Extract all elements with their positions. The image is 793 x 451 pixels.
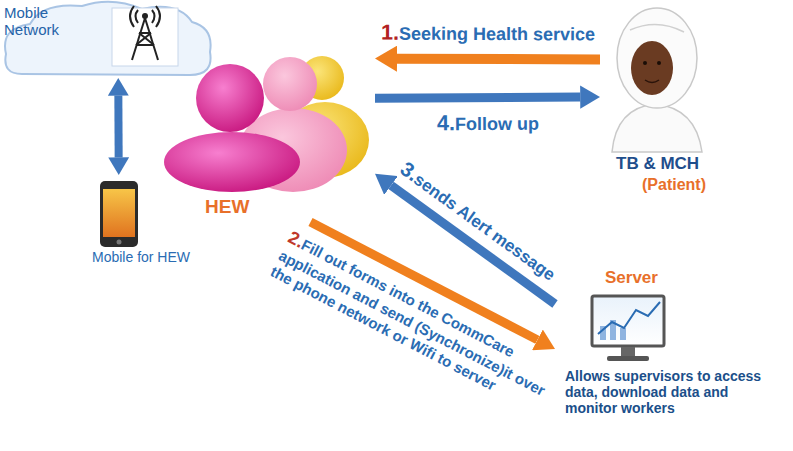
patient-face (631, 41, 673, 95)
patient-eye (643, 61, 647, 65)
step-label: 1.Seeking Health service (381, 20, 595, 47)
node-label: HEW (205, 196, 249, 218)
node-description: Allows supervisors to access data, downl… (565, 368, 780, 416)
tower-tip (142, 13, 148, 19)
patient-figure: TB & MCH (Patient) (600, 0, 720, 198)
phone-button (117, 240, 122, 245)
node-label: TB & MCH (616, 154, 699, 174)
node-label: Server (605, 268, 658, 288)
cloud-shape (5, 2, 211, 75)
flow-arrow (375, 97, 580, 98)
phone-body (100, 181, 138, 247)
worker-group: HEW (160, 50, 375, 222)
flow-arrow (397, 54, 600, 65)
person-head (196, 64, 264, 132)
patient-eye (657, 61, 661, 65)
monitor-base (607, 356, 649, 361)
workers-illustration (164, 56, 369, 192)
network-cloud: Mobile Network (0, 0, 215, 78)
chart-bar (620, 328, 626, 340)
monitor-stand (621, 347, 635, 356)
flow-arrow (114, 96, 122, 158)
person-body (164, 132, 300, 192)
chart-line (598, 302, 660, 334)
monitor-screen (592, 296, 664, 346)
server-monitor: ServerAllows supervisors to access data,… (555, 268, 790, 448)
step-label: 3.sends Alert message (396, 156, 561, 285)
tower-symbol (130, 6, 160, 60)
node-label: Mobile Network (4, 4, 76, 39)
patient-illustration (612, 8, 702, 152)
mobile-phone: Mobile for HEW (90, 175, 205, 270)
patient-shoulders (612, 104, 702, 152)
patient-mouth (645, 80, 659, 83)
person-head (263, 57, 317, 111)
phone-screen (103, 189, 135, 237)
node-sublabel: (Patient) (642, 176, 706, 194)
server-illustration (592, 296, 664, 361)
cloud-illustration (5, 2, 211, 75)
node-label: Mobile for HEW (92, 249, 190, 265)
tower-frame (112, 8, 178, 66)
patient-scarf (617, 8, 697, 108)
scarf-fold (630, 24, 684, 32)
step-label: 4.Follow up (437, 110, 539, 136)
phone-illustration (100, 181, 138, 247)
